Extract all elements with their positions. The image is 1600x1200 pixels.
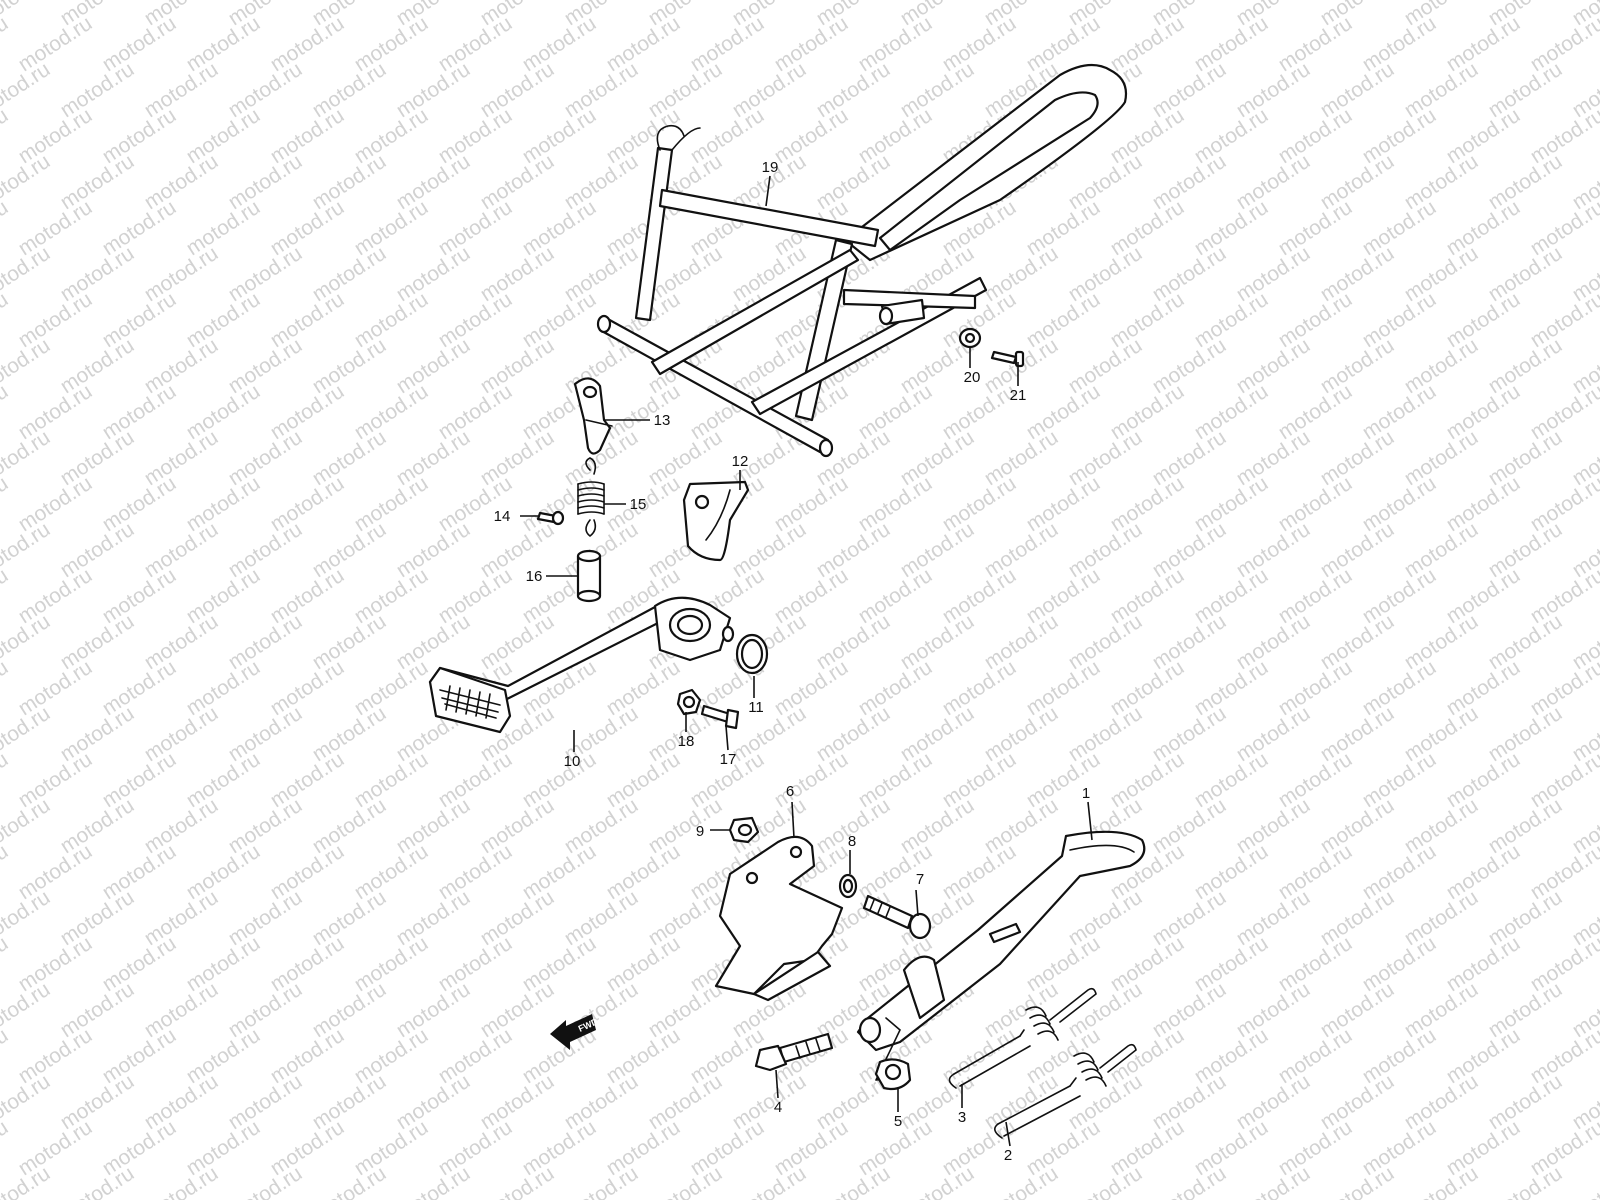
part-9-nut <box>728 816 760 844</box>
callout-3: 3 <box>958 1109 966 1126</box>
callout-11: 11 <box>748 699 764 716</box>
part-18-nut <box>676 688 702 716</box>
part-5-nut <box>874 1058 912 1091</box>
part-17-bolt <box>700 704 740 730</box>
callout-14: 14 <box>494 508 511 525</box>
callout-9: 9 <box>696 823 704 840</box>
callout-labels: 1 2 3 4 5 6 7 8 9 10 11 12 13 14 15 16 1… <box>494 159 1091 1164</box>
callout-4: 4 <box>774 1099 782 1116</box>
part-13-bracket <box>573 377 613 455</box>
callout-18: 18 <box>678 733 695 750</box>
part-4-bolt <box>754 1032 834 1072</box>
callout-10: 10 <box>564 753 581 770</box>
callout-20: 20 <box>964 369 981 386</box>
part-1-side-stand <box>856 830 1146 1081</box>
part-8-washer <box>838 873 858 899</box>
callout-17: 17 <box>720 751 737 768</box>
callout-7: 7 <box>916 871 924 888</box>
part-11-washer <box>735 633 769 675</box>
callout-1: 1 <box>1082 785 1090 802</box>
callout-5: 5 <box>894 1113 902 1130</box>
part-10-lever <box>428 596 735 734</box>
part-2-spring <box>994 1043 1137 1139</box>
callout-15: 15 <box>630 496 647 513</box>
part-16-collar <box>576 549 602 603</box>
callout-16: 16 <box>526 568 543 585</box>
part-12-clip <box>682 480 750 562</box>
part-6-bracket <box>714 835 844 1002</box>
leader-lines <box>520 175 1093 1147</box>
part-15-spring <box>577 457 605 538</box>
callout-8: 8 <box>848 833 856 850</box>
callout-21: 21 <box>1010 387 1027 404</box>
part-3-spring <box>948 987 1097 1089</box>
callout-2: 2 <box>1004 1147 1012 1164</box>
fwd-arrow-icon: FWD <box>550 1014 600 1050</box>
part-7-bolt <box>862 894 932 940</box>
callout-13: 13 <box>654 412 671 429</box>
callout-19: 19 <box>762 159 779 176</box>
callout-12: 12 <box>732 453 749 470</box>
part-20-bushing <box>958 327 982 349</box>
part-14-screw <box>536 510 565 526</box>
callout-6: 6 <box>786 783 794 800</box>
part-19-center-stand <box>596 63 1128 458</box>
